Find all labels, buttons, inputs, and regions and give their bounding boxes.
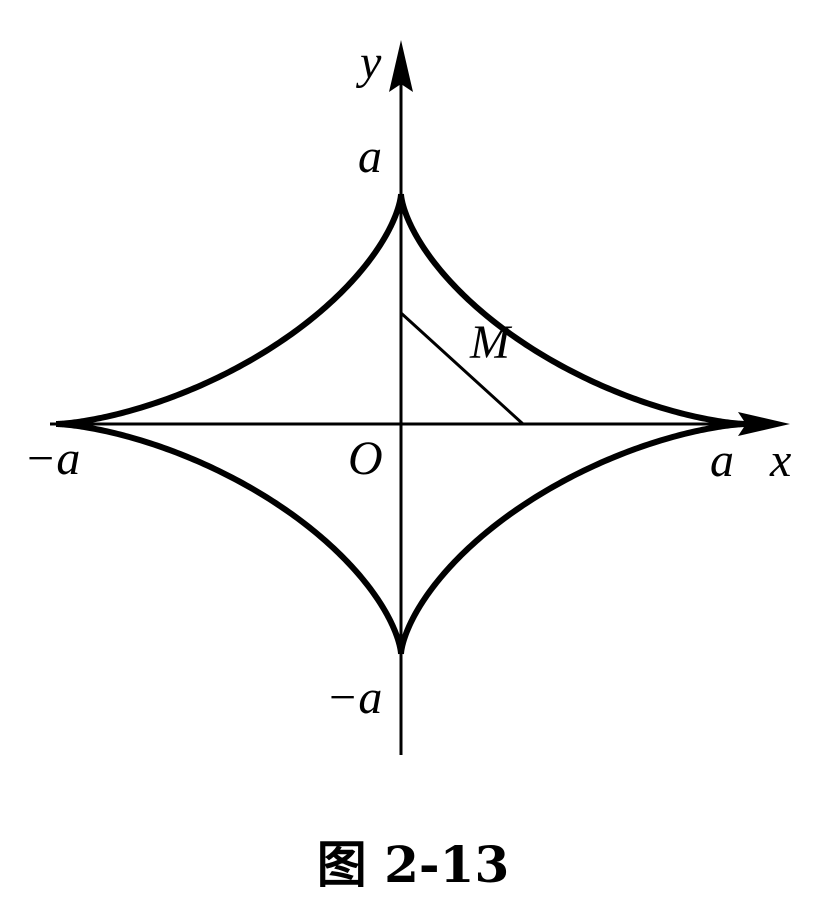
- y-top-label: a: [358, 130, 382, 183]
- y-axis-label: y: [355, 36, 382, 89]
- astroid-curve: [56, 193, 746, 655]
- y-axis-arrowhead: [389, 40, 413, 92]
- y-bottom-label: −a: [326, 671, 382, 724]
- origin-label: O: [348, 432, 383, 485]
- figure-caption: 图 2-13: [317, 835, 510, 894]
- tangent-line-at-m: [399, 311, 525, 426]
- point-m-label: M: [469, 316, 513, 369]
- x-left-label: −a: [24, 432, 80, 485]
- x-axis-label: x: [769, 434, 791, 487]
- x-right-label: a: [710, 434, 734, 487]
- x-axis-arrowhead: [738, 412, 790, 436]
